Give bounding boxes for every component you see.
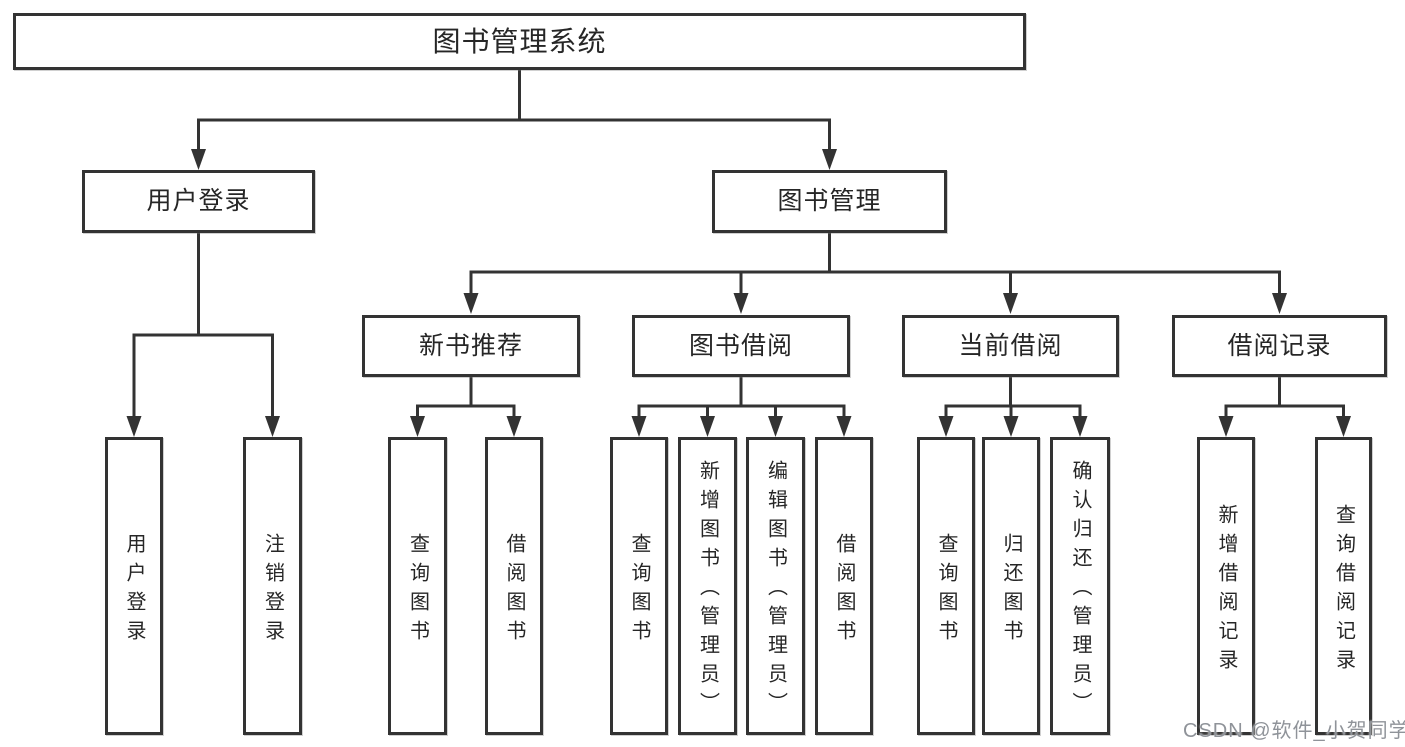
leaf-label: 借阅图书	[503, 532, 525, 649]
leaf-add-book-admin: 新增图书（管理员）	[678, 437, 737, 735]
node-label: 图书借阅	[688, 331, 793, 360]
leaf-label: 查询图书	[628, 532, 650, 649]
leaf-label: 确认归还（管理员）	[1069, 460, 1091, 721]
node-new-book-recommend: 新书推荐	[362, 315, 580, 377]
leaf-borrow-books-recommend: 借阅图书	[485, 437, 543, 735]
leaf-label: 注销登录	[261, 532, 284, 649]
leaf-label: 编辑图书（管理员）	[764, 460, 787, 721]
node-label: 借阅记录	[1227, 331, 1332, 360]
node-book-management: 图书管理	[712, 170, 947, 233]
node-label: 当前借阅	[958, 331, 1063, 360]
node-book-borrowing: 图书借阅	[632, 315, 850, 377]
node-borrow-records: 借阅记录	[1172, 315, 1387, 377]
leaf-label: 查询借阅记录	[1332, 503, 1355, 678]
leaf-label: 查询图书	[406, 532, 429, 649]
connector-book-management-subtree	[463, 233, 1287, 314]
node-label: 图书管理系统	[432, 25, 607, 57]
leaf-query-books-current: 查询图书	[917, 437, 975, 735]
connector-root-to-level2	[191, 70, 837, 170]
connector-borrow-records-subtree	[1218, 377, 1351, 437]
leaf-label: 借阅图书	[833, 532, 855, 649]
leaf-query-borrow-record: 查询借阅记录	[1315, 437, 1372, 735]
leaf-confirm-return-admin: 确认归还（管理员）	[1050, 437, 1110, 735]
connector-new-book-recommend-subtree	[410, 377, 522, 437]
leaf-label: 查询图书	[935, 532, 957, 649]
watermark-text: CSDN @软件_小贺同学	[1183, 720, 1405, 742]
leaf-label: 新增图书（管理员）	[696, 460, 719, 721]
node-user-login: 用户登录	[82, 170, 315, 233]
connector-book-borrowing-subtree	[631, 377, 852, 437]
node-label: 用户登录	[146, 187, 251, 215]
leaf-add-borrow-record: 新增借阅记录	[1197, 437, 1255, 735]
node-current-borrowing: 当前借阅	[902, 315, 1119, 377]
leaf-logout: 注销登录	[243, 437, 302, 735]
node-label: 图书管理	[777, 187, 882, 215]
leaf-borrow-books-borrowing: 借阅图书	[815, 437, 873, 735]
leaf-query-books-borrowing: 查询图书	[610, 437, 668, 735]
node-system-root: 图书管理系统	[13, 13, 1026, 70]
leaf-edit-book-admin: 编辑图书（管理员）	[746, 437, 805, 735]
node-label: 新书推荐	[418, 331, 523, 360]
leaf-label: 新增借阅记录	[1215, 503, 1237, 678]
connector-user-login-subtree	[126, 233, 280, 437]
connector-current-borrowing-subtree	[938, 377, 1088, 437]
leaf-query-books-recommend: 查询图书	[388, 437, 447, 735]
leaf-return-book: 归还图书	[982, 437, 1040, 735]
leaf-user-login: 用户登录	[105, 437, 163, 735]
leaf-label: 归还图书	[1000, 532, 1022, 649]
leaf-label: 用户登录	[123, 532, 145, 649]
